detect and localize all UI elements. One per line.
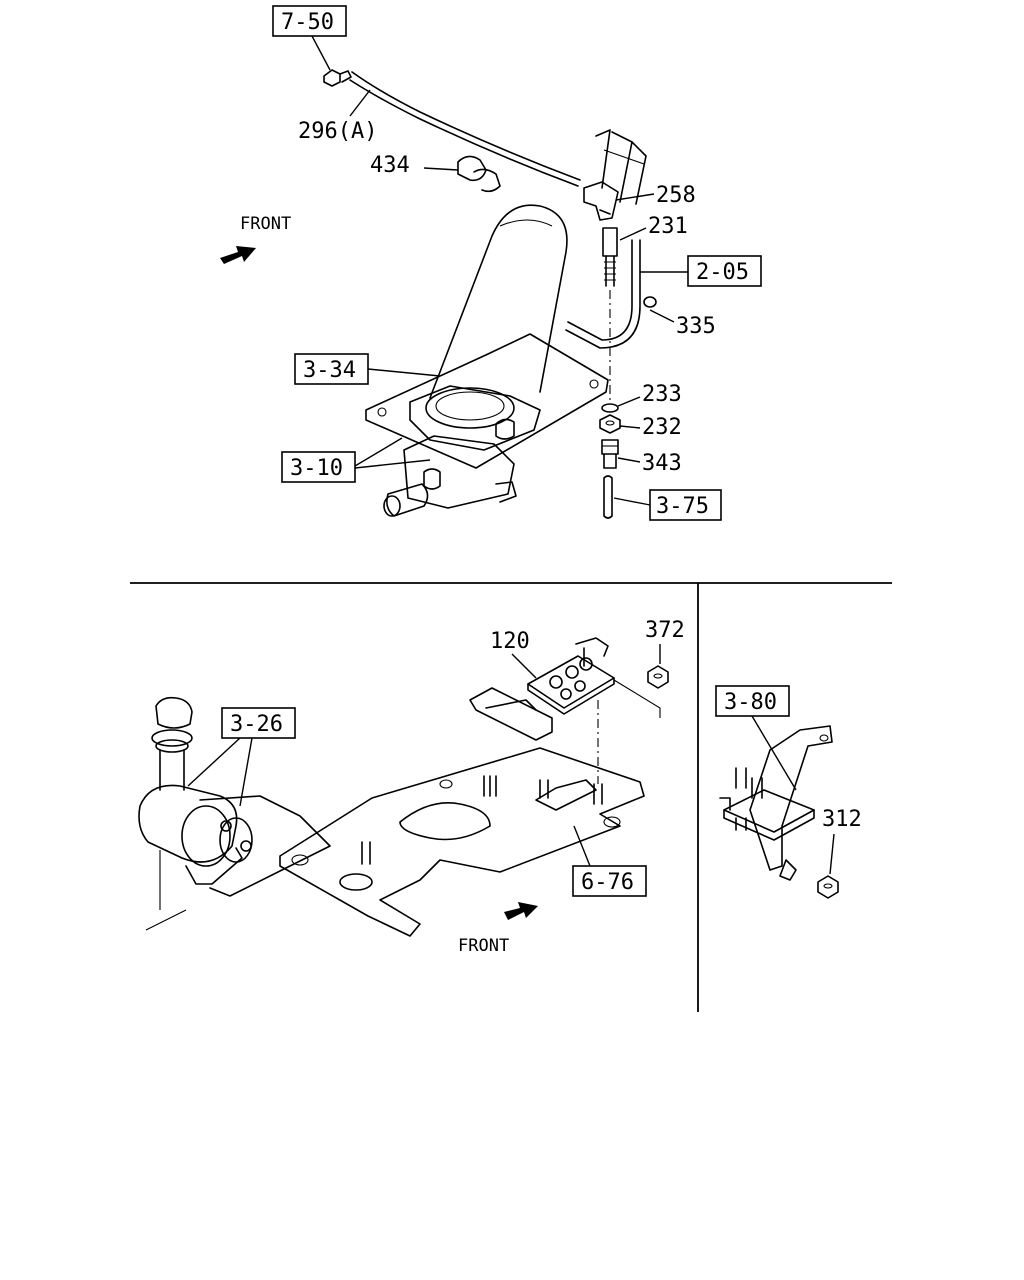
svg-text:3-75: 3-75 [656,494,709,519]
callout-3-10[interactable]: 3-10 [281,437,431,483]
intake-tube-3-34 [425,204,568,429]
lever-assembly-3-26 [138,696,331,931]
svg-text:120: 120 [490,629,530,654]
hose-fitting-top [323,69,352,87]
svg-text:3-34: 3-34 [303,358,356,383]
label-120: 120 [490,629,537,679]
svg-text:335: 335 [676,314,716,339]
nut-232 [599,414,621,434]
svg-text:6-76: 6-76 [581,870,634,895]
svg-text:296(A): 296(A) [298,119,377,144]
front-arrow-icon [504,902,538,920]
bottom-left-panel: 120 372 [138,618,685,956]
svg-text:3-26: 3-26 [230,712,283,737]
hose-296a [349,71,581,187]
svg-text:434: 434 [370,153,410,178]
fitting-343 [601,439,619,469]
front-indicator-bottom: FRONT [458,902,538,956]
rod-3-75 [603,475,613,519]
label-258: 258 [615,183,696,208]
svg-text:3-10: 3-10 [290,456,343,481]
label-343: 343 [617,451,682,476]
label-231: 231 [619,214,688,241]
svg-text:312: 312 [822,807,862,832]
elbow-fitting-258 [583,181,619,221]
washer-233 [601,403,619,413]
svg-text:343: 343 [642,451,682,476]
svg-text:372: 372 [645,618,685,643]
label-232: 232 [619,415,682,440]
label-335: 335 [649,309,716,339]
bolt-231 [602,227,618,287]
bracket-3-80 [719,725,833,881]
callout-2-05[interactable]: 2-05 [640,255,762,287]
svg-text:3-80: 3-80 [724,690,777,715]
pipe-bundle-top [595,129,647,205]
callout-3-26[interactable]: 3-26 [187,707,296,807]
callout-3-80[interactable]: 3-80 [715,685,797,791]
front-indicator-top: FRONT [220,214,291,264]
valve-body [383,435,517,517]
valve-block-120 [527,637,615,715]
label-372: 372 [645,618,685,664]
svg-text:232: 232 [642,415,682,440]
label-434: 434 [370,153,459,178]
base-plate [365,333,609,469]
bottom-right-panel: 3-80 312 [715,685,862,899]
label-312: 312 [822,807,862,875]
bracket-6-76 [279,687,645,937]
top-panel: 7-50 296(A) 434 FRONT [220,5,762,521]
svg-text:258: 258 [656,183,696,208]
washer-335 [643,296,657,308]
nut-312 [817,875,839,899]
label-233: 233 [617,382,682,407]
callout-3-34[interactable]: 3-34 [294,353,441,385]
callout-3-75[interactable]: 3-75 [613,489,722,521]
svg-text:7-50: 7-50 [281,10,334,35]
callout-6-76[interactable]: 6-76 [572,825,647,897]
pipe-2-05 [565,239,641,349]
svg-text:2-05: 2-05 [696,260,749,285]
front-arrow-icon [220,246,256,264]
nut-372 [647,665,669,689]
svg-text:FRONT: FRONT [240,214,291,234]
svg-text:FRONT: FRONT [458,936,509,956]
svg-text:233: 233 [642,382,682,407]
callout-7-50[interactable]: 7-50 [272,5,347,71]
svg-text:231: 231 [648,214,688,239]
clip-434 [457,155,501,193]
label-296a: 296(A) [298,89,377,144]
